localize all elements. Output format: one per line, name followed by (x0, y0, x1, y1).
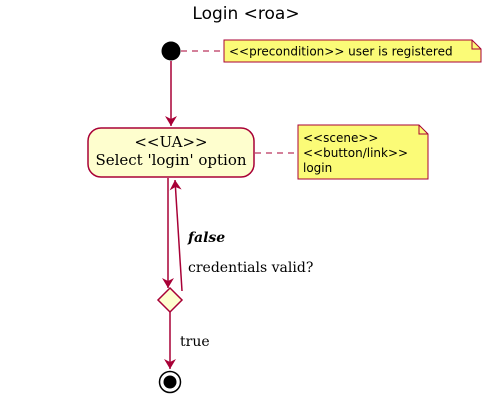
diagram-title: Login <roa> (192, 4, 299, 24)
precondition-note: <<precondition>> user is registered (223, 39, 482, 63)
arrow-false-loop (169, 179, 183, 292)
true-label: true (180, 334, 210, 350)
scene-note-line2: <<button/link>> (303, 146, 408, 160)
end-node (158, 370, 182, 394)
scene-note-line3: login (303, 161, 332, 175)
precondition-note-text: <<precondition>> user is registered (229, 45, 453, 59)
decision-node (156, 286, 184, 314)
action-select-login: <<UA>> Select 'login' option (87, 127, 255, 178)
scene-note: <<scene>> <<button/link>> login (297, 124, 429, 180)
false-label: false (187, 230, 225, 246)
decision-question: credentials valid? (188, 260, 313, 276)
action-label: Select 'login' option (95, 151, 246, 169)
action-stereotype: <<UA>> (134, 133, 207, 151)
start-node (161, 41, 181, 61)
scene-note-line1: <<scene>> (303, 131, 378, 145)
